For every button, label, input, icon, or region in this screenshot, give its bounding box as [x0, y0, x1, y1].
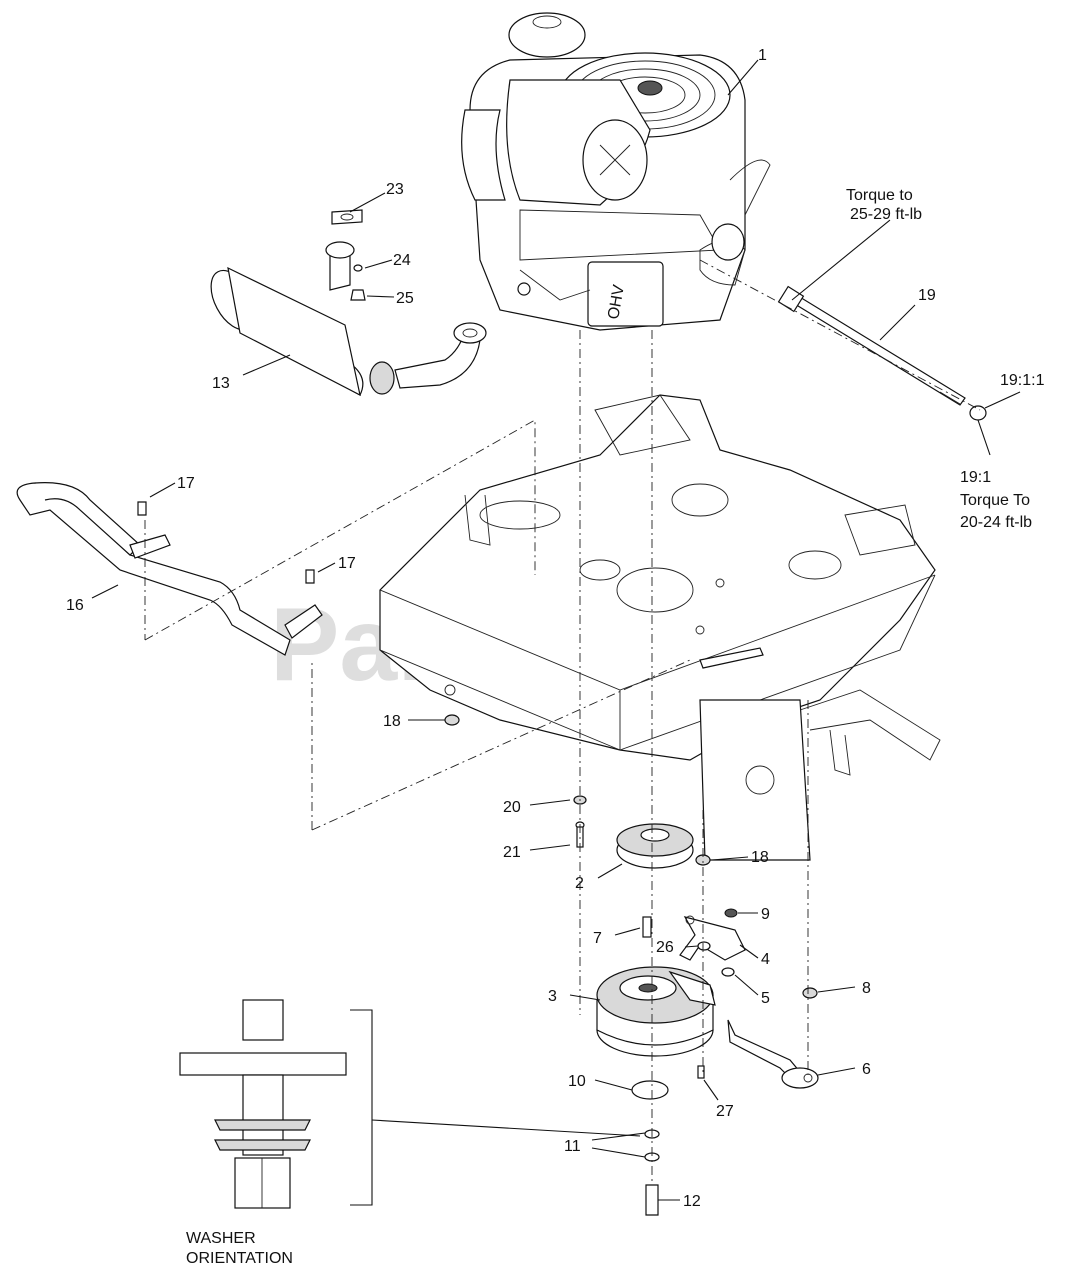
drive-shaft-part	[777, 285, 987, 421]
callout-11[interactable]: 11	[564, 1138, 581, 1155]
callout-27[interactable]: 27	[716, 1103, 734, 1120]
callout-19-1-1[interactable]: 19:1:1	[1000, 372, 1045, 389]
washer-orientation-detail	[179, 999, 641, 1209]
pulley-part	[616, 823, 694, 869]
clutch-part	[596, 966, 716, 1057]
washer-orientation-label: WASHER ORIENTATION	[186, 1230, 293, 1267]
washer-label-line1: WASHER	[186, 1230, 256, 1247]
chassis-frame-part	[379, 394, 941, 861]
callout-9[interactable]: 9	[761, 906, 770, 923]
torque-19-1-line1: 19:1	[960, 469, 991, 486]
engine-part: OHV	[461, 12, 771, 331]
callout-10[interactable]: 10	[568, 1073, 586, 1090]
leader-lines	[91, 59, 1021, 1201]
callout-7[interactable]: 7	[593, 930, 602, 947]
callout-18-b[interactable]: 18	[751, 849, 769, 866]
washer-label-line2: ORIENTATION	[186, 1250, 293, 1267]
callout-6[interactable]: 6	[862, 1061, 871, 1078]
callout-21[interactable]: 21	[503, 844, 521, 861]
callout-17-a[interactable]: 17	[177, 475, 195, 492]
callout-4[interactable]: 4	[761, 951, 770, 968]
torque-19-line2: 25-29 ft-lb	[850, 206, 922, 223]
engine-ohv-badge: OHV	[605, 283, 628, 320]
callout-16[interactable]: 16	[66, 597, 84, 614]
torque-19-1-line3: 20-24 ft-lb	[960, 514, 1032, 531]
callout-8[interactable]: 8	[862, 980, 871, 997]
callout-5[interactable]: 5	[761, 990, 770, 1007]
callout-24[interactable]: 24	[393, 252, 411, 269]
assembly-lines	[144, 259, 981, 1185]
callout-2[interactable]: 2	[575, 875, 584, 892]
bracket-part	[679, 915, 746, 961]
callout-12[interactable]: 12	[683, 1193, 701, 1210]
torque-note-19: Torque to 25-29 ft-lb	[846, 187, 922, 223]
callout-13[interactable]: 13	[212, 375, 230, 392]
callout-20[interactable]: 20	[503, 799, 521, 816]
callout-19[interactable]: 19	[918, 287, 936, 304]
clutch-rod-part	[727, 1019, 819, 1089]
torque-19-line1: Torque to	[846, 187, 913, 204]
handle-bar-part	[16, 482, 323, 656]
muffler-part	[210, 209, 487, 397]
callout-18-a[interactable]: 18	[383, 713, 401, 730]
callout-1[interactable]: 1	[758, 47, 767, 64]
part-callouts: 1 23 24 25 13 19 19:1:1 17 17 16 18 20 2…	[66, 47, 1045, 1210]
callout-25[interactable]: 25	[396, 290, 414, 307]
torque-note-19-1: 19:1 Torque To 20-24 ft-lb	[960, 469, 1032, 531]
callout-3[interactable]: 3	[548, 988, 557, 1005]
callout-26[interactable]: 26	[656, 939, 674, 956]
callout-17-b[interactable]: 17	[338, 555, 356, 572]
torque-19-1-line2: Torque To	[960, 492, 1030, 509]
callout-23[interactable]: 23	[386, 181, 404, 198]
